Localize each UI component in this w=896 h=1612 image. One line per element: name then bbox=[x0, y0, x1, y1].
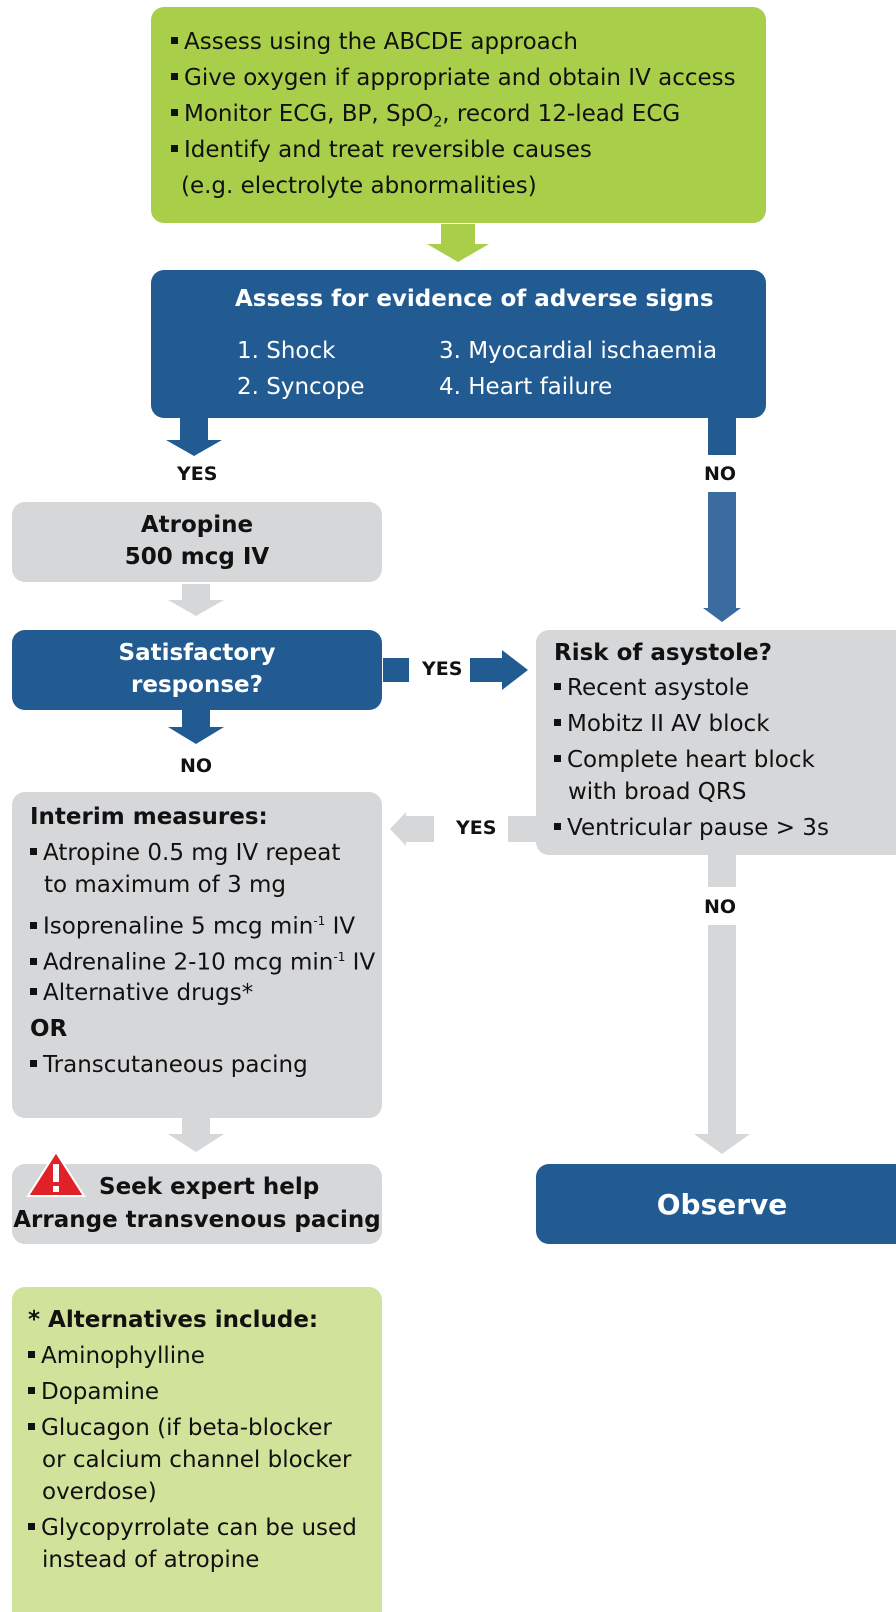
atropine-title: Atropine bbox=[140, 512, 254, 538]
sign-shock: 1. Shock bbox=[237, 338, 336, 364]
bullet-icon bbox=[30, 957, 37, 965]
alternative-drugs-item: Alternative drugs* bbox=[30, 980, 253, 1006]
bullet-icon bbox=[28, 1351, 35, 1358]
aminophylline-item: Aminophylline bbox=[28, 1343, 205, 1369]
atropine-dose: 500 mcg IV bbox=[124, 544, 270, 570]
reversible-causes-item: Identify and treat reversible causes bbox=[171, 137, 592, 163]
isoprenaline-item: Isoprenaline 5 mcg min-1 IV bbox=[30, 908, 355, 940]
arrow-asystole-no bbox=[694, 925, 750, 1154]
atropine-box: Atropine 500 mcg IV bbox=[12, 502, 382, 582]
bullet-icon bbox=[554, 755, 561, 762]
adverse-signs-title: Assess for evidence of adverse signs bbox=[235, 286, 714, 312]
complete-heart-block-item: Complete heart block bbox=[554, 747, 815, 773]
atropine-repeat-item: Atropine 0.5 mg IV repeat bbox=[30, 840, 340, 866]
satisfactory-line-1: Satisfactory bbox=[118, 640, 276, 666]
sign-myocardial-ischaemia: 3. Myocardial ischaemia bbox=[439, 338, 718, 364]
dopamine-item: Dopamine bbox=[28, 1379, 159, 1405]
bullet-icon bbox=[171, 109, 178, 116]
bullet-icon bbox=[171, 73, 178, 80]
arrow-no-to-asystole bbox=[703, 492, 741, 622]
oxygen-item: Give oxygen if appropriate and obtain IV… bbox=[171, 65, 736, 91]
arrange-transvenous-pacing-text: Arrange transvenous pacing bbox=[13, 1207, 381, 1233]
glycopyrrolate-continuation: instead of atropine bbox=[42, 1547, 260, 1573]
seek-expert-help-text: Seek expert help bbox=[99, 1174, 320, 1200]
arrow-asystole-yes bbox=[508, 816, 536, 842]
sign-heart-failure: 4. Heart failure bbox=[439, 374, 613, 400]
arrow-satisfactory-no bbox=[168, 710, 224, 744]
alternatives-box: * Alternatives include: Aminophylline Do… bbox=[12, 1287, 382, 1612]
glycopyrrolate-item: Glycopyrrolate can be used bbox=[28, 1515, 357, 1541]
adverse-signs-box: Assess for evidence of adverse signs 1. … bbox=[151, 270, 766, 418]
arrow-satisfactory-yes-stub bbox=[383, 658, 409, 682]
warning-icon bbox=[26, 1150, 86, 1197]
arrow-asystole-no-stub bbox=[708, 855, 736, 887]
no-label-satisfactory: NO bbox=[180, 755, 213, 777]
bullet-icon bbox=[30, 988, 37, 995]
yes-label-satisfactory: YES bbox=[422, 658, 463, 680]
glucagon-continuation-2: overdose) bbox=[42, 1479, 157, 1505]
assess-abcde-item: Assess using the ABCDE approach bbox=[171, 29, 578, 55]
bullet-icon bbox=[28, 1387, 35, 1394]
no-label-asystole: NO bbox=[704, 896, 737, 918]
or-label: OR bbox=[30, 1016, 68, 1042]
satisfactory-line-2: response? bbox=[131, 672, 263, 698]
interim-title: Interim measures: bbox=[30, 804, 268, 830]
glucagon-item: Glucagon (if beta-blocker bbox=[28, 1415, 332, 1441]
bullet-icon bbox=[554, 719, 561, 726]
bullet-icon bbox=[171, 37, 178, 44]
yes-label-adverse: YES bbox=[177, 463, 218, 485]
arrow-atropine-down bbox=[168, 584, 224, 616]
observe-label: Observe bbox=[656, 1188, 788, 1221]
risk-of-asystole-box: Risk of asystole? Recent asystole Mobitz… bbox=[536, 630, 896, 855]
recent-asystole-item: Recent asystole bbox=[554, 675, 749, 701]
arrow-top-to-adverse bbox=[427, 224, 489, 262]
observe-box: Observe bbox=[536, 1164, 896, 1244]
bullet-icon bbox=[30, 848, 37, 855]
glucagon-continuation-1: or calcium channel blocker bbox=[42, 1447, 352, 1473]
transcutaneous-pacing-item: Transcutaneous pacing bbox=[30, 1052, 308, 1078]
bullet-icon bbox=[554, 683, 561, 690]
bullet-icon bbox=[30, 921, 37, 929]
bullet-icon bbox=[28, 1423, 35, 1430]
no-label-adverse: NO bbox=[704, 463, 737, 485]
yes-label-asystole: YES bbox=[456, 817, 497, 839]
arrow-asystole-yes-head bbox=[390, 812, 434, 846]
mobitz-item: Mobitz II AV block bbox=[554, 711, 770, 737]
arrow-interim-down bbox=[168, 1118, 224, 1152]
asystole-title: Risk of asystole? bbox=[554, 640, 772, 666]
arrow-adverse-no-stub bbox=[708, 417, 736, 455]
initial-assessment-box: Assess using the ABCDE approach Give oxy… bbox=[151, 7, 766, 223]
arrow-adverse-yes bbox=[166, 417, 222, 456]
monitor-item: Monitor ECG, BP, SpO2, record 12-lead EC… bbox=[171, 101, 680, 136]
ventricular-pause-item: Ventricular pause > 3s bbox=[554, 815, 829, 841]
satisfactory-response-box: Satisfactory response? bbox=[12, 630, 382, 710]
sign-syncope: 2. Syncope bbox=[237, 374, 365, 400]
bullet-icon bbox=[30, 1060, 37, 1067]
interim-measures-box: Interim measures: Atropine 0.5 mg IV rep… bbox=[12, 792, 382, 1118]
atropine-maximum-continuation: to maximum of 3 mg bbox=[44, 872, 287, 898]
bullet-icon bbox=[171, 145, 178, 152]
adrenaline-item: Adrenaline 2-10 mcg min-1 IV bbox=[30, 944, 375, 976]
alternatives-title: * Alternatives include: bbox=[28, 1307, 319, 1333]
bullet-icon bbox=[554, 823, 561, 830]
seek-expert-help-box: Seek expert help Arrange transvenous pac… bbox=[12, 1150, 382, 1244]
broad-qrs-continuation: with broad QRS bbox=[568, 779, 747, 805]
arrow-satisfactory-yes bbox=[470, 650, 528, 690]
bullet-icon bbox=[28, 1523, 35, 1530]
reversible-causes-example: (e.g. electrolyte abnormalities) bbox=[181, 173, 537, 199]
